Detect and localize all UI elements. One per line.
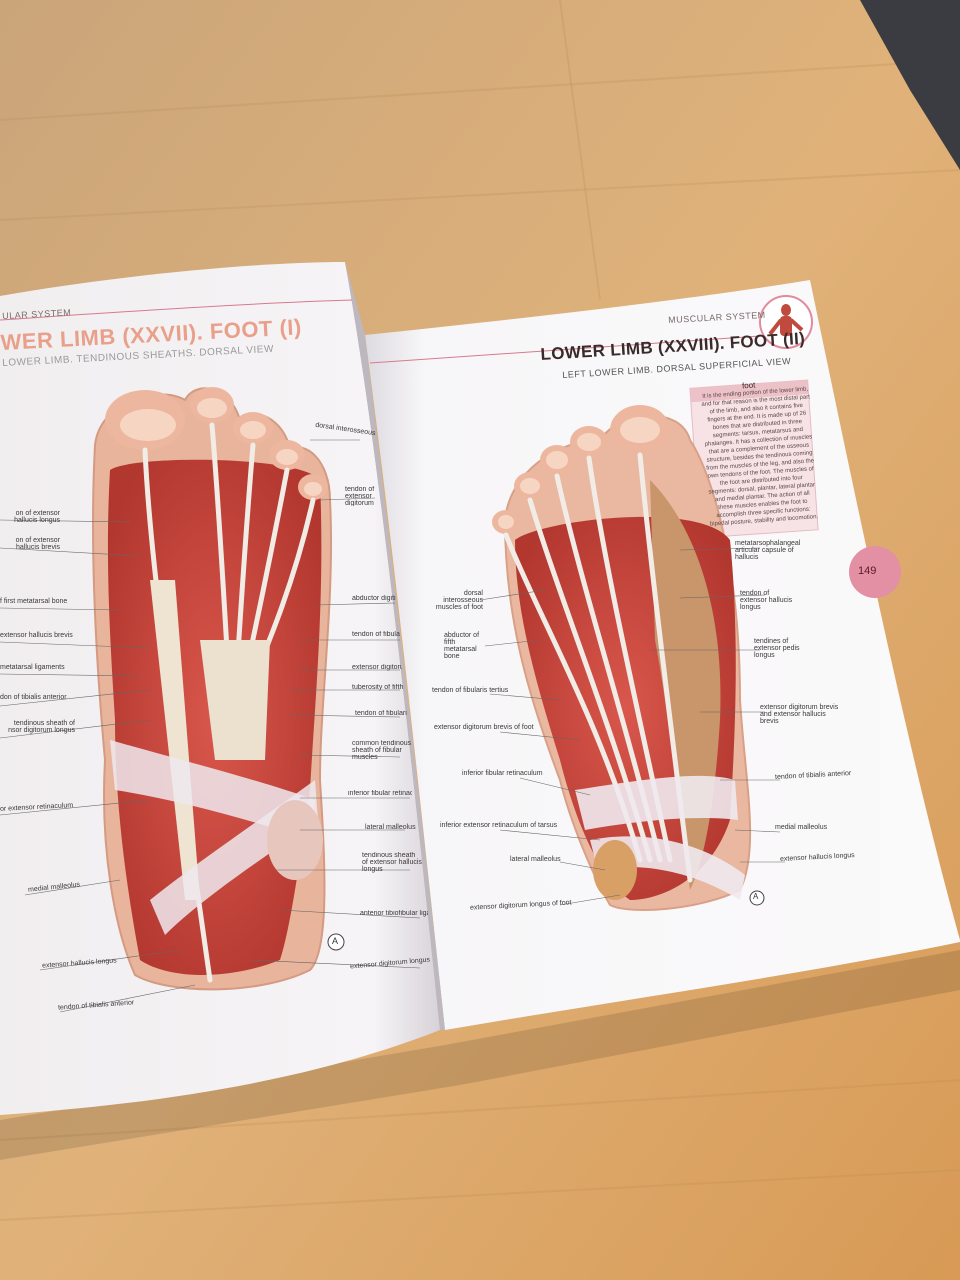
left-label-tibialis-anterior-tendon: don of tibialis anterior — [0, 694, 67, 701]
left-label-ext-hallucis-brevis: on of extensor hallucis brevis — [15, 537, 60, 551]
wood-grain — [0, 0, 960, 1220]
left-label-first-metatarsal: f first metatarsal bone — [0, 598, 68, 605]
book-gutter — [345, 262, 445, 1030]
left-label-ext-digitorum-tendon: tendon of extensor digitorum longus — [345, 486, 375, 506]
left-label-ext-hallucis-longus: on of extensor hallucis longus — [14, 510, 60, 524]
left-label-ext-digitorum-brevis: extensor digitorum brevis — [352, 664, 402, 671]
left-foot-illustration — [92, 387, 345, 991]
right-label-abductor-fifth-metatarsal: abductor of fifth metatarsal bone — [444, 632, 480, 660]
left-label-metatarsal-ligaments: metatarsal ligaments — [0, 664, 65, 671]
right-label-ext-digitorum-brevis: extensor digitorum brevis of foot — [434, 724, 534, 731]
right-label-lateral-malleolus: lateral malleolus — [510, 856, 561, 863]
right-label-tendines-ext-pedis-longus: tendines of extensor pedis longus — [754, 638, 800, 659]
left-label-anterior-tibiofibular: anterior tibiofibular ligament — [360, 910, 428, 917]
dark-object-corner — [860, 0, 960, 170]
right-label-dorsal-interosseous: dorsal interosseous muscles of foot — [435, 590, 483, 611]
left-label-lateral-malleolus: lateral malleolus — [365, 824, 416, 831]
right-leader-lines — [479, 547, 785, 906]
right-label-inferior-extensor-retinaculum: inferior extensor retinaculum of tarsus — [440, 822, 558, 829]
left-header-rule — [0, 299, 353, 321]
left-label-extensor-hallucis-brevis: extensor hallucis brevis — [0, 632, 73, 639]
book-shadow — [0, 950, 960, 1160]
right-label-metatarsophalangeal-capsule: metatarsophalangeal articular capsule of… — [735, 540, 801, 561]
left-label-fibularis-brevis: tendon of fibularis brevis — [352, 631, 400, 638]
right-figure-marker: A — [753, 892, 759, 901]
right-header-rule — [369, 335, 761, 364]
left-label-fibularis-tertius: tendon of fibularis tertius — [355, 710, 407, 717]
left-label-inferior-fibular-retinaculum: inferior fibular retinaculum — [348, 790, 412, 797]
muscle-figure-logo — [759, 295, 813, 349]
page-number-tab — [849, 546, 901, 598]
left-figure-marker: A — [332, 936, 339, 946]
right-label-inferior-fibular-retinaculum: inferior fibular retinaculum — [462, 770, 543, 777]
page-number: 149 — [858, 565, 877, 577]
left-label-abductor-digiti-minimi: abductor digiti minimi — [352, 595, 397, 602]
left-label-tendinous-sheath: tendinous sheath of nsor digitorum longu… — [8, 720, 75, 734]
right-foot-illustration — [492, 405, 765, 911]
left-label-tuberosity-fifth-metatarsal: tuberosity of fifth metatarsal — [352, 684, 404, 691]
left-label-common-sheath-fibular: common tendinous sheath of fibular muscl… — [352, 740, 412, 761]
right-label-tendon-ext-hallucis-longus: tendon of extensor hallucis longus — [740, 590, 793, 611]
info-box-header — [689, 380, 809, 403]
info-box-text: It is the ending portion of the lower li… — [701, 386, 819, 528]
right-label-ext-digitorum-hallucis-brevis: extensor digitorum brevis and extensor h… — [760, 704, 839, 725]
right-label-fibularis-tertius: tendon of fibularis tertius — [432, 687, 509, 694]
right-label-medial-malleolus: medial malleolus — [775, 824, 828, 831]
left-leader-lines — [0, 439, 421, 1013]
left-label-sheath-ext-hallucis: tendinous sheath of extensor hallucis lo… — [362, 852, 422, 873]
